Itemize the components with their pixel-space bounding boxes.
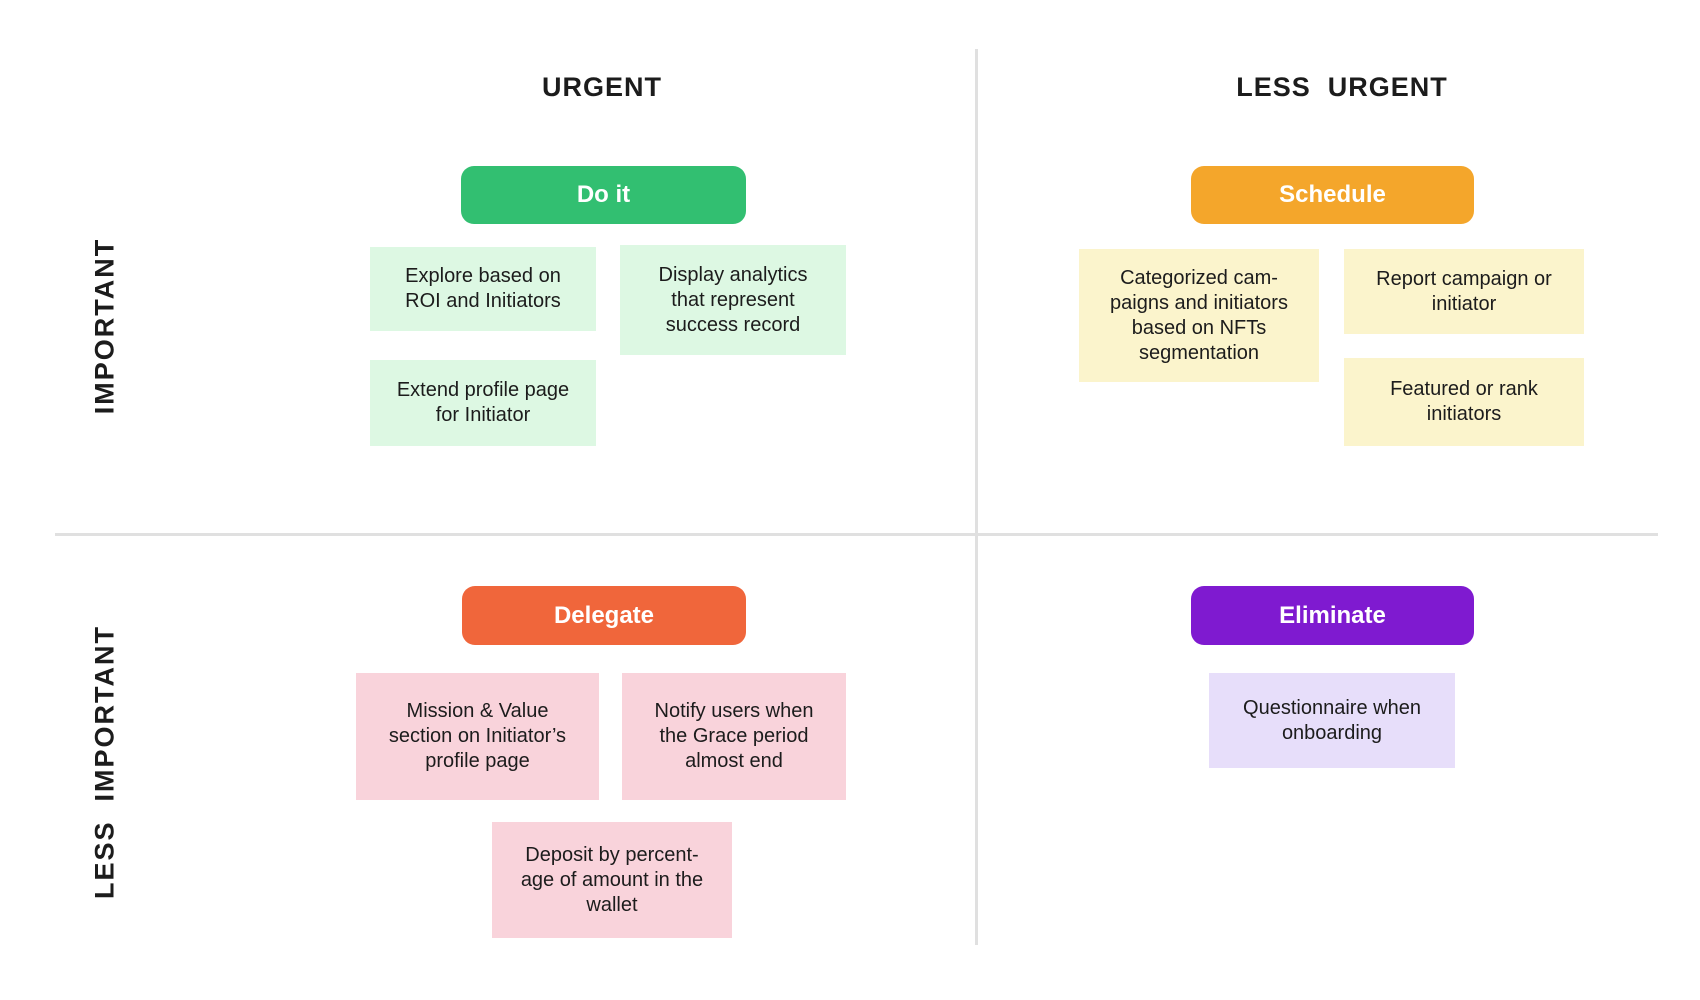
sticky-card-featured-rank[interactable]: Featured or rank initiators	[1344, 358, 1584, 446]
sticky-card-categorized-campaigns[interactable]: Categorized cam- paigns and initiators b…	[1079, 249, 1319, 382]
vertical-axis-divider	[975, 49, 978, 945]
sticky-card-questionnaire-onboarding[interactable]: Questionnaire when onboarding	[1209, 673, 1455, 768]
sticky-card-display-analytics[interactable]: Display analytics that represent success…	[620, 245, 846, 355]
sticky-card-deposit-percentage[interactable]: Deposit by percent- age of amount in the…	[492, 822, 732, 938]
sticky-card-extend-profile[interactable]: Extend profile page for Initiator	[370, 360, 596, 446]
row-label-important: IMPORTANT	[89, 237, 120, 415]
sticky-card-report-campaign[interactable]: Report campaign or initiator	[1344, 249, 1584, 334]
schedule-button[interactable]: Schedule	[1191, 166, 1474, 224]
do-it-button[interactable]: Do it	[461, 166, 746, 224]
row-label-less-important: LESS IMPORTANT	[89, 624, 120, 900]
column-header-less-urgent: LESS URGENT	[1236, 72, 1448, 102]
horizontal-axis-divider	[55, 533, 1658, 536]
sticky-card-explore-roi[interactable]: Explore based on ROI and Initiators	[370, 247, 596, 331]
sticky-card-notify-grace-period[interactable]: Notify users when the Grace period almos…	[622, 673, 846, 800]
sticky-card-mission-value[interactable]: Mission & Value section on Initiator’s p…	[356, 673, 599, 800]
delegate-button[interactable]: Delegate	[462, 586, 746, 645]
column-header-urgent: URGENT	[542, 72, 662, 102]
eliminate-button[interactable]: Eliminate	[1191, 586, 1474, 645]
